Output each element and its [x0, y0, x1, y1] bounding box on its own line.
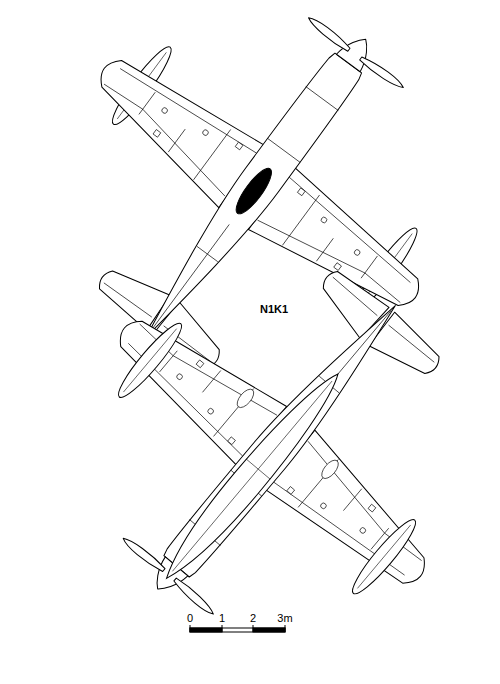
view-title: N1K1: [258, 302, 290, 316]
scale-number: 1: [219, 612, 225, 624]
top-view: [0, 0, 500, 452]
scale-number: 2: [250, 612, 256, 624]
scale-number: 3m: [277, 612, 292, 624]
scale-number: 0: [187, 612, 193, 624]
scale-bar: [190, 625, 285, 632]
bottom-view: [10, 181, 500, 684]
